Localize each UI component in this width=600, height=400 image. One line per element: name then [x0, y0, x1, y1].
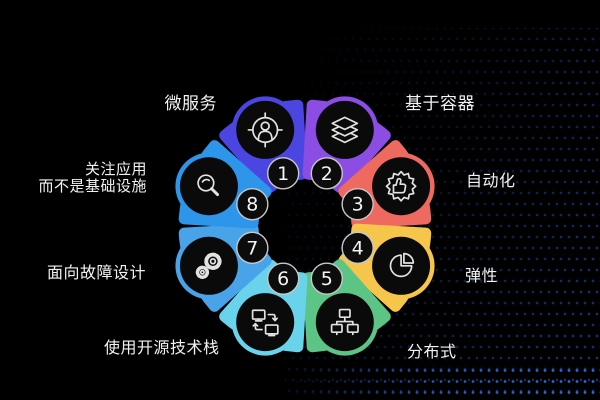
segment-label-6: 使用开源技术栈 — [104, 340, 220, 357]
icon-disc — [236, 293, 295, 352]
segment-number-1: 1 — [277, 163, 289, 185]
network-icon — [330, 308, 359, 336]
sync-monitors-icon — [251, 309, 279, 337]
number-badge-1 — [266, 157, 300, 190]
segment-label-7: 面向故障设计 — [46, 265, 146, 282]
segment-label-8-line1: 关注应用 — [84, 161, 147, 178]
segment-number-5: 5 — [321, 268, 333, 290]
target-user-icon — [247, 112, 283, 148]
gears-icon — [195, 252, 222, 279]
segment-number-4: 4 — [352, 237, 364, 259]
segment-label-8: 关注应用 而不是基础设施 — [38, 161, 147, 195]
number-badge-5 — [310, 262, 344, 295]
magnifier-icon — [197, 174, 220, 197]
segment-3: 3 — [338, 140, 435, 229]
segment-8: 8 — [175, 140, 272, 229]
segment-number-3: 3 — [352, 194, 364, 216]
number-badge-3 — [341, 187, 374, 221]
number-badge-6 — [266, 262, 300, 295]
segment-label-2: 基于容器 — [405, 94, 475, 113]
badge-thumbs-up-icon — [385, 170, 417, 202]
segment-5: 5 — [302, 259, 391, 356]
icon-disc — [372, 157, 431, 216]
segment-label-4: 弹性 — [465, 268, 499, 285]
segment-number-2: 2 — [321, 163, 333, 185]
segment-label-5: 分布式 — [407, 344, 457, 361]
segment-label-3: 自动化 — [466, 173, 516, 190]
segment-number-7: 7 — [246, 237, 258, 259]
icon-disc — [179, 157, 238, 216]
segment-1: 1 — [219, 96, 308, 193]
segment-7: 7 — [175, 223, 272, 312]
segment-6: 6 — [219, 259, 308, 356]
segment-4: 4 — [338, 223, 435, 312]
segment-label-8-line2: 而不是基础设施 — [38, 177, 147, 195]
number-badge-2 — [310, 157, 344, 190]
segment-number-8: 8 — [246, 194, 258, 216]
number-badge-7 — [236, 231, 269, 265]
dot-pattern-bright-rows — [285, 363, 600, 400]
pie-chart-icon — [389, 252, 415, 278]
number-badge-4 — [341, 231, 374, 265]
segment-number-6: 6 — [277, 268, 289, 290]
number-badge-8 — [236, 187, 269, 221]
segment-label-1: 微服务 — [164, 94, 217, 113]
segment-2: 2 — [302, 96, 391, 193]
layers-icon — [331, 116, 359, 144]
